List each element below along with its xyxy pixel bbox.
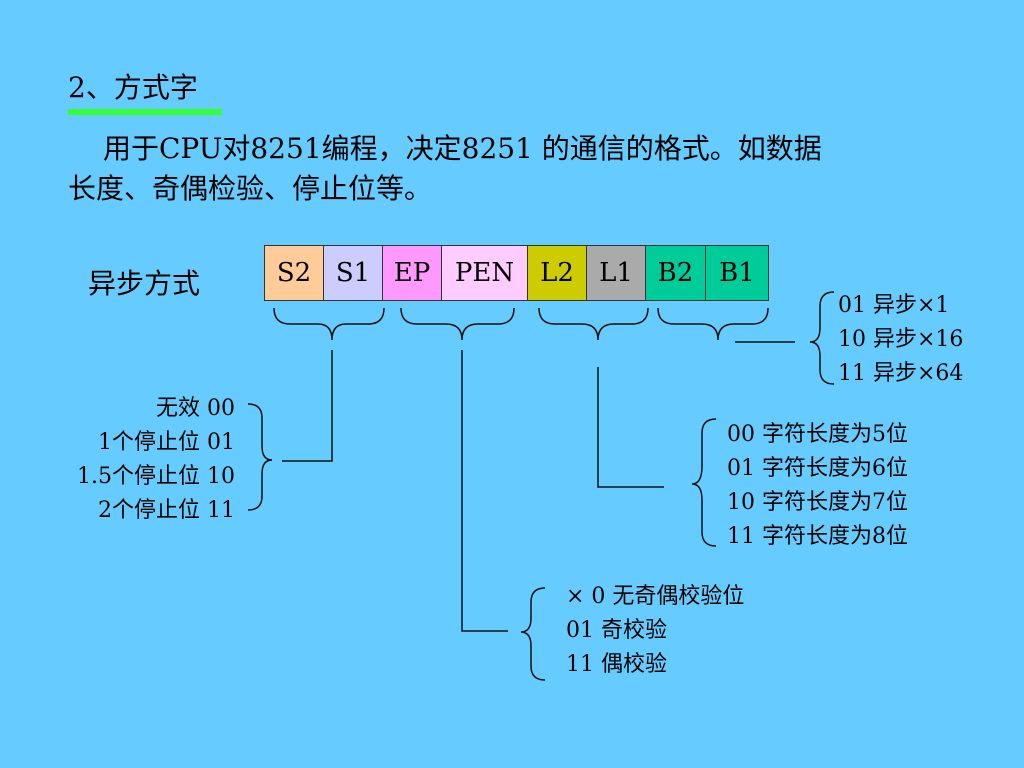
parity-list: × 0 无奇偶校验位 01 奇校验 11 偶校验 [566, 580, 744, 682]
connector-parity [461, 350, 508, 632]
baud-factor-option: 01 异步×1 [838, 293, 950, 318]
baud-factor-option: 10 异步×16 [838, 327, 964, 352]
brace-baud [657, 307, 769, 341]
bit-ep: EP [383, 246, 442, 300]
connector-stop-bits [282, 350, 333, 462]
stop-bits-option: 1.5个停止位 10 [77, 464, 235, 489]
title-underline [68, 109, 222, 115]
page-title: 2、方式字 [68, 71, 198, 104]
parity-option: 11 偶校验 [566, 652, 667, 677]
char-length-option: 00 字符长度为5位 [727, 422, 908, 447]
mode-word-register: S2 S1 EP PEN L2 L1 B2 B1 [264, 245, 769, 301]
bit-s2: S2 [265, 246, 324, 300]
stop-bits-option: 1个停止位 01 [98, 430, 235, 455]
bit-b1: B1 [706, 246, 768, 300]
left-brace-stop-bits [247, 403, 273, 511]
stop-bits-list: 无效 00 1个停止位 01 1.5个停止位 10 2个停止位 11 [30, 392, 235, 528]
char-length-option: 01 字符长度为6位 [727, 456, 908, 481]
stop-bits-option: 无效 00 [156, 396, 235, 421]
parity-option: 01 奇校验 [566, 618, 667, 643]
mode-label: 异步方式 [88, 267, 201, 300]
left-brace-parity [520, 587, 546, 681]
brace-stop-bits [273, 307, 385, 341]
bit-pen: PEN [442, 246, 528, 300]
brace-length [538, 307, 649, 341]
connector-length [597, 367, 664, 488]
char-length-option: 11 字符长度为8位 [727, 524, 908, 549]
description-line-1: 用于CPU对8251编程，决定8251 的通信的格式。如数据 [103, 132, 822, 165]
parity-option: × 0 无奇偶校验位 [566, 584, 745, 609]
char-length-option: 10 字符长度为7位 [727, 490, 908, 515]
description-line-2: 长度、奇偶检验、停止位等。 [68, 172, 433, 205]
bit-s1: S1 [324, 246, 383, 300]
baud-factor-list: 01 异步×1 10 异步×16 11 异步×64 [838, 289, 963, 391]
brace-parity [400, 307, 515, 341]
stop-bits-option: 2个停止位 11 [98, 498, 235, 523]
bit-b2: B2 [646, 246, 706, 300]
bit-l1: L1 [587, 246, 646, 300]
bit-l2: L2 [528, 246, 587, 300]
left-brace-length [691, 418, 717, 547]
left-brace-baud [809, 291, 835, 385]
char-length-list: 00 字符长度为5位 01 字符长度为6位 10 字符长度为7位 11 字符长度… [727, 418, 908, 554]
baud-factor-option: 11 异步×64 [838, 361, 964, 386]
